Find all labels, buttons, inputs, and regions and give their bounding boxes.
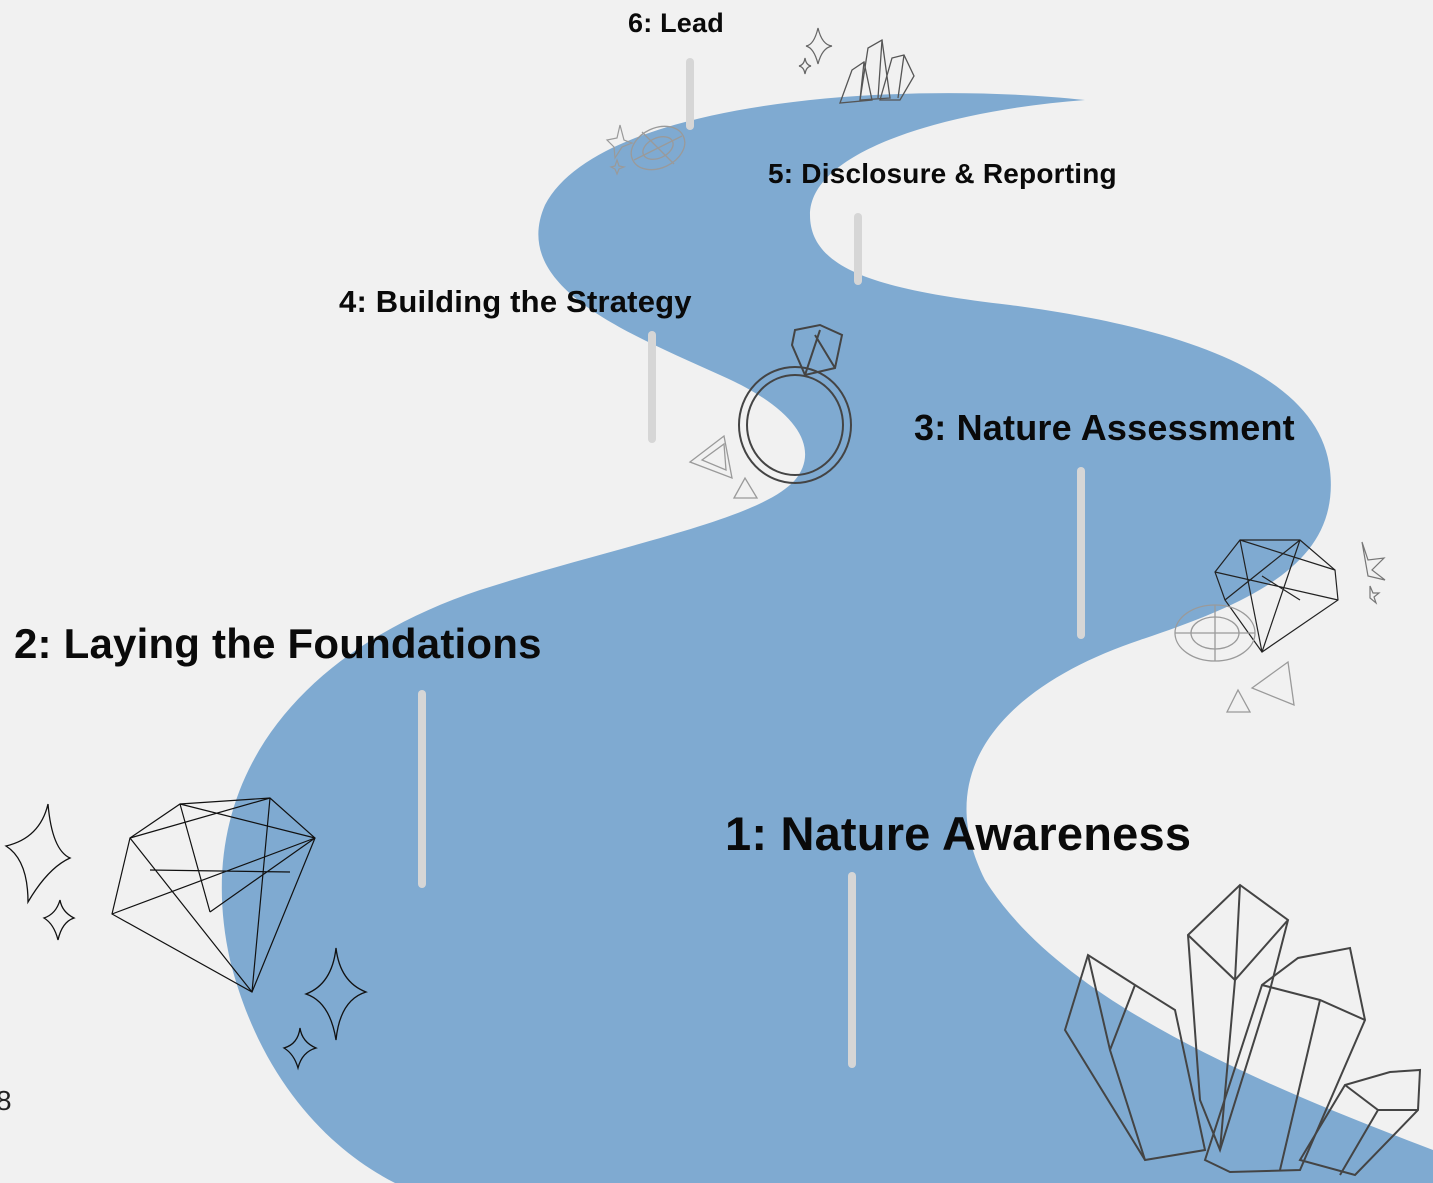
step-label-3: 3: Nature Assessment — [914, 407, 1295, 448]
sparkle-icon — [4, 803, 368, 1071]
step-marker-2 — [418, 690, 426, 888]
step-marker-5 — [854, 213, 862, 285]
gem-icon — [630, 125, 686, 171]
crystal-cluster-icon — [839, 38, 915, 104]
diamond-icon — [111, 797, 316, 993]
step-label-5: 5: Disclosure & Reporting — [768, 158, 1117, 189]
gem-icon — [1174, 604, 1295, 713]
page-number: 8 — [0, 1085, 12, 1116]
diamond-icon — [1214, 539, 1339, 653]
sparkle-icon — [798, 27, 833, 75]
step-marker-1 — [848, 872, 856, 1068]
step-label-6: 6: Lead — [628, 8, 724, 38]
sparkle-icon — [1361, 541, 1386, 605]
winding-path — [221, 93, 1433, 1183]
ring-icon — [738, 323, 852, 484]
step-label-1: 1: Nature Awareness — [725, 807, 1192, 860]
step-marker-3 — [1077, 467, 1085, 639]
sparkle-icon — [605, 124, 634, 176]
crystal-cluster-icon — [1063, 883, 1422, 1177]
step-label-4: 4: Building the Strategy — [339, 284, 692, 319]
step-marker-4 — [648, 331, 656, 443]
step-label-2: 2: Laying the Foundations — [14, 620, 542, 667]
step-marker-6 — [686, 58, 694, 130]
gem-icon — [688, 434, 759, 499]
